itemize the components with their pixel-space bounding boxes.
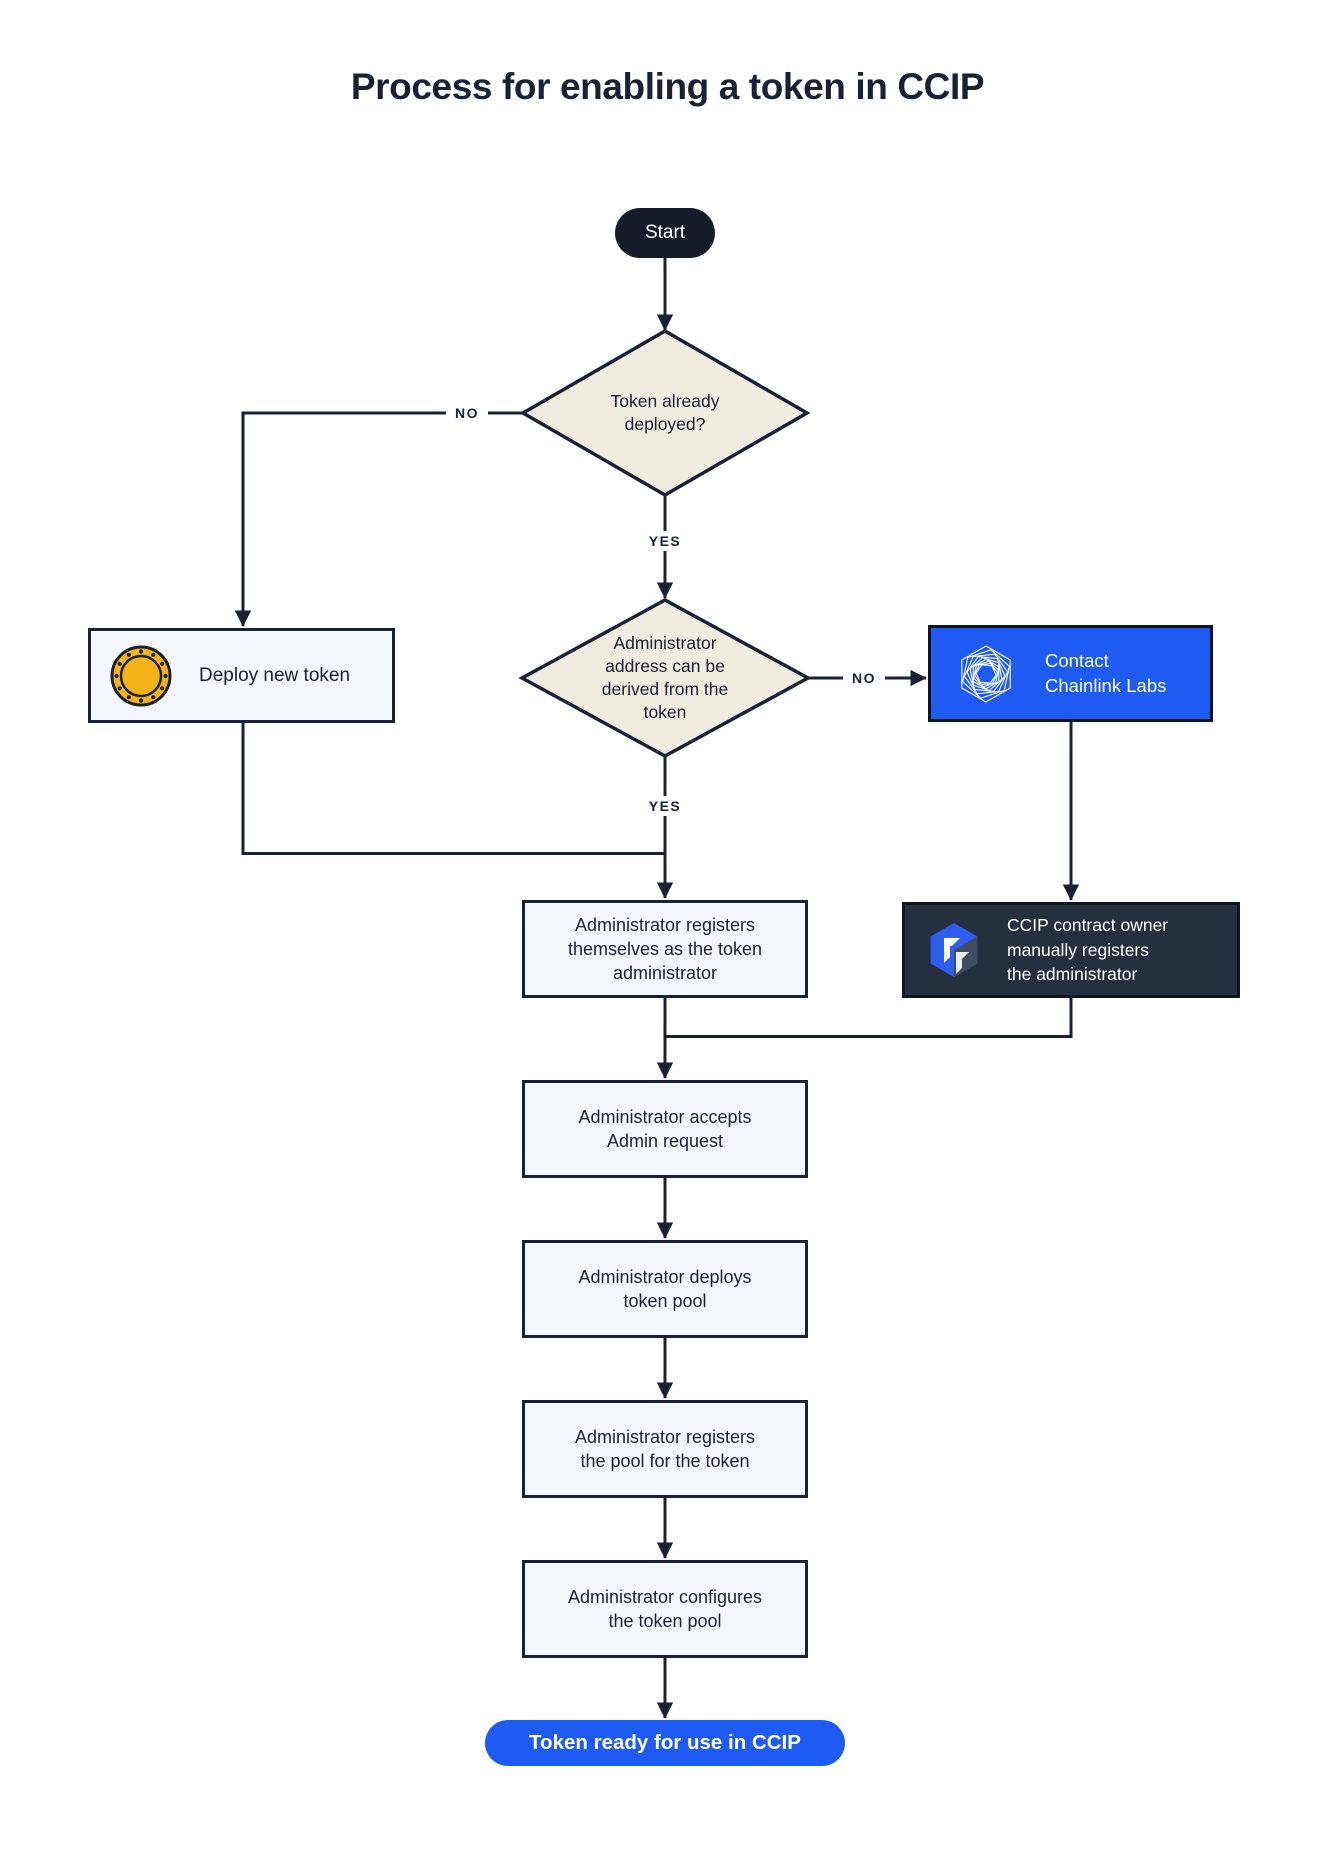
admin-registers-pool-node: Administrator registers the pool for the… xyxy=(522,1400,808,1498)
admin-deploys-pool-label: Administrator deploys token pool xyxy=(578,1266,752,1311)
start-label: Start xyxy=(644,222,686,243)
admin-deploys-pool-node: Administrator deploys token pool xyxy=(522,1240,808,1338)
ccip-owner-registers-label: CCIP contract owner manually registers t… xyxy=(1007,915,1169,985)
admin-accepts-request-node: Administrator accepts Admin request xyxy=(522,1080,808,1178)
edge-deploy-token-merge xyxy=(241,723,665,855)
decision-admin-address-label: Administrator address can be derived fro… xyxy=(601,632,729,723)
edge-label-yes-admin-address: YES xyxy=(639,796,691,816)
edge-label-yes-token-deployed: YES xyxy=(639,531,691,551)
admin-registers-self-node: Administrator registers themselves as th… xyxy=(522,900,808,998)
contact-chainlink-labs-label: Contact Chainlink Labs xyxy=(1045,649,1167,696)
start-node: Start xyxy=(615,208,715,258)
deploy-new-token-label: Deploy new token xyxy=(199,664,351,686)
end-label: Token ready for use in CCIP xyxy=(529,1731,801,1754)
contact-chainlink-labs-node: Contact Chainlink Labs xyxy=(928,625,1213,722)
admin-configures-pool-node: Administrator configures the token pool xyxy=(522,1560,808,1658)
admin-registers-self-label: Administrator registers themselves as th… xyxy=(567,914,763,984)
admin-registers-pool-label: Administrator registers the pool for the… xyxy=(574,1426,756,1471)
page-title: Process for enabling a token in CCIP xyxy=(350,66,985,107)
deploy-new-token-node: Deploy new token xyxy=(88,628,395,723)
edge-label-no-admin-address: NO xyxy=(843,668,885,688)
chainlink-labs-icon xyxy=(959,644,1013,703)
edge-token-deployed-no xyxy=(234,411,523,627)
end-node: Token ready for use in CCIP xyxy=(485,1720,845,1766)
edge-owner-merge xyxy=(665,998,1073,1038)
admin-accepts-request-label: Administrator accepts Admin request xyxy=(578,1106,752,1151)
decision-token-deployed-shape xyxy=(519,328,811,498)
edge-label-no-token-deployed: NO xyxy=(446,403,488,423)
ccip-icon xyxy=(930,923,978,977)
decision-token-deployed-label: Token already deployed? xyxy=(610,390,720,434)
coin-icon xyxy=(110,645,172,706)
decision-admin-address-shape xyxy=(518,598,812,758)
ccip-owner-registers-node: CCIP contract owner manually registers t… xyxy=(902,902,1240,998)
admin-configures-pool-label: Administrator configures the token pool xyxy=(567,1586,763,1631)
